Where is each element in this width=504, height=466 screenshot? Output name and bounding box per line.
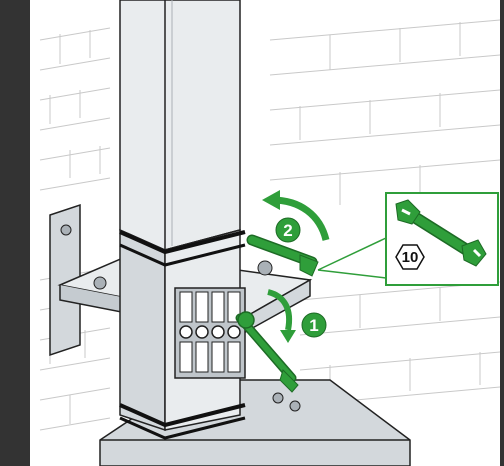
- wrench-callout: 10: [385, 192, 499, 286]
- floor-bolt-1: [272, 392, 284, 404]
- plate-bolt-right: [257, 260, 273, 276]
- right-frame-bar: [500, 0, 504, 466]
- wrench-icon: [395, 199, 487, 267]
- floor-bolt-2: [289, 400, 301, 412]
- rotation-arrow-2: [262, 190, 330, 241]
- wall-bracket-left: [49, 203, 81, 357]
- step-number-2: 2: [283, 221, 292, 240]
- callout-leader: [317, 237, 387, 279]
- wrench-size-label: 10: [402, 249, 419, 266]
- step-badge-1: 1: [301, 312, 327, 338]
- wrench-lower: [235, 311, 299, 393]
- wrench-size-hexagon: 10: [395, 244, 425, 270]
- terminal-block: [174, 287, 246, 379]
- wrench-upper: [246, 234, 319, 277]
- left-frame-bar: [0, 0, 30, 466]
- step-number-1: 1: [309, 316, 318, 335]
- upper-column: [119, 0, 241, 251]
- rotation-arrow-1: [267, 289, 296, 343]
- step-badge-2: 2: [275, 217, 301, 243]
- plate-bolt-left: [93, 276, 107, 290]
